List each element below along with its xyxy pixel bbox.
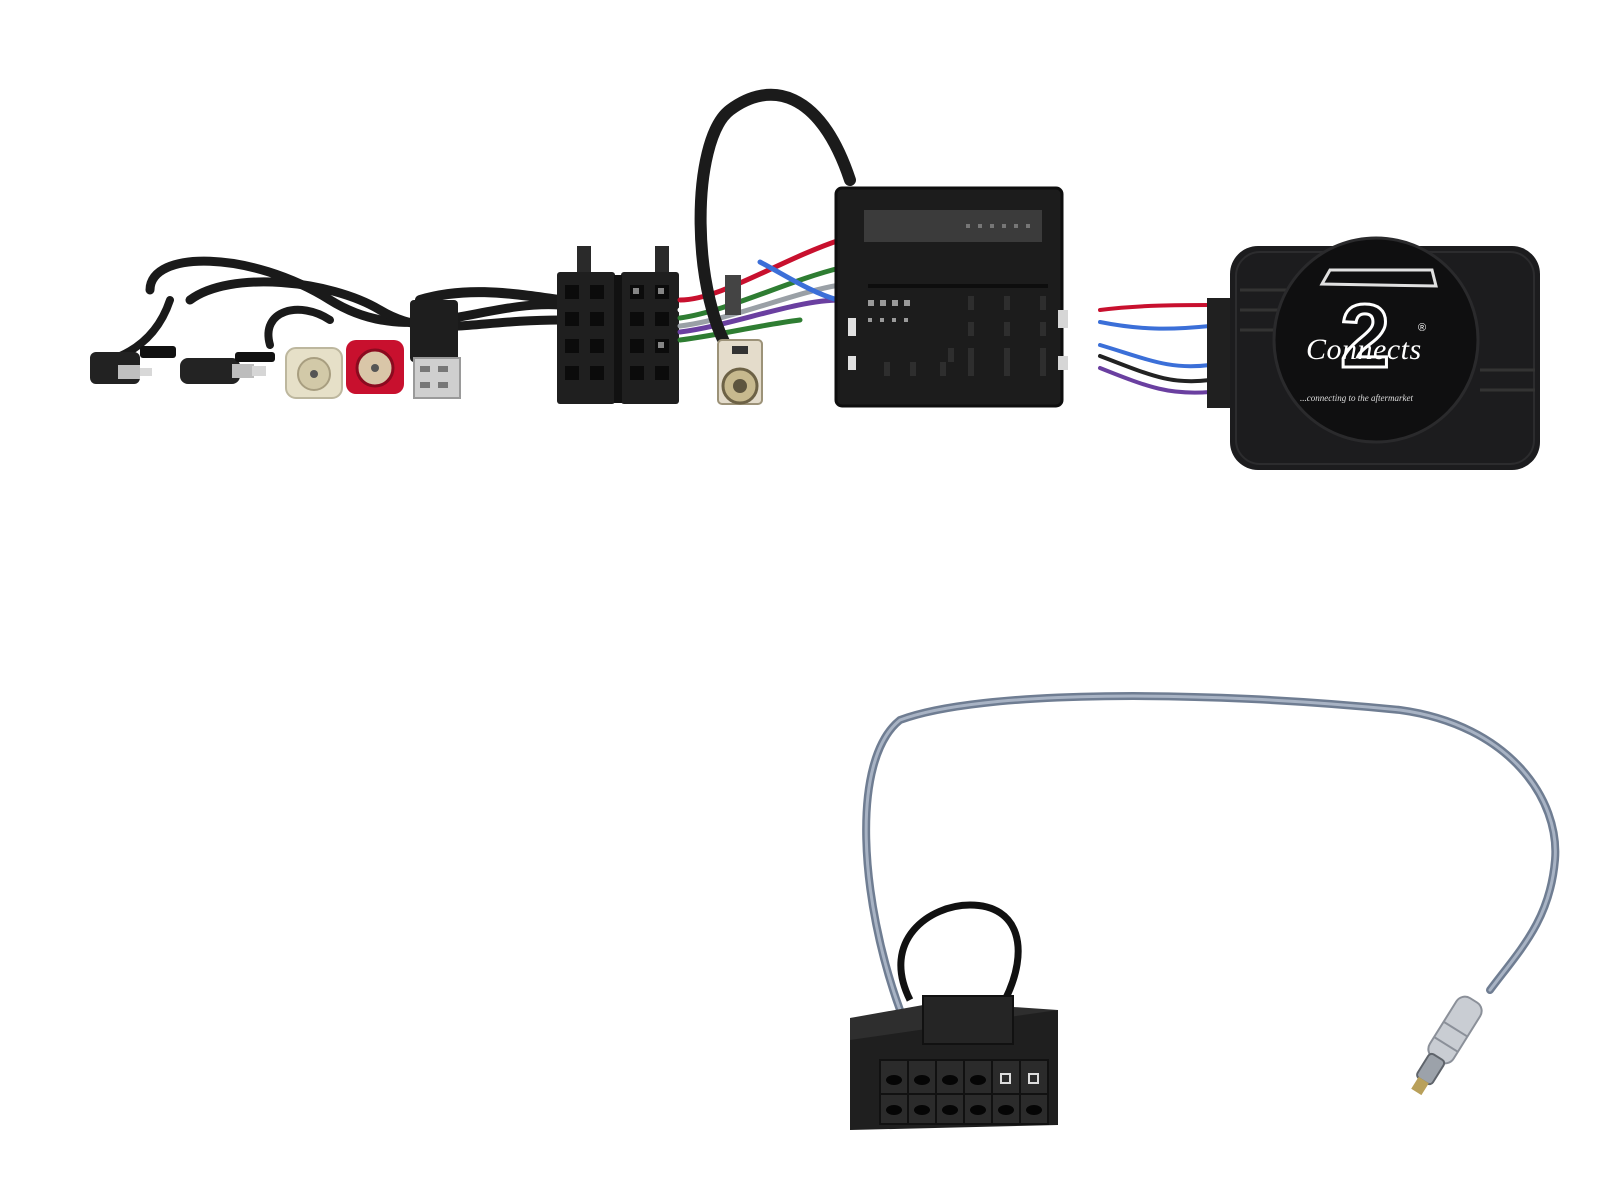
rca-white-icon [285,347,343,399]
twelve-pin-connector-icon [850,995,1058,1130]
usb-plug-icon [410,300,461,399]
rca-red-icon [346,340,404,394]
jack-angled-icon [90,346,176,384]
grey-lead [862,692,1560,1014]
aux-cables [106,256,565,364]
interface-module [1230,236,1540,470]
connector-loop [897,901,1022,1002]
iso-connector-icon [557,246,679,404]
quadlock-connector-icon [834,186,1068,408]
antenna-lead [694,88,856,366]
interface-wires [1098,303,1212,395]
jack-straight-icon [180,352,275,384]
fakra-connector-icon [717,275,763,405]
wire-grommet [1207,298,1231,408]
wire-bundle [677,237,843,343]
antenna-plug-icon [1411,995,1483,1096]
